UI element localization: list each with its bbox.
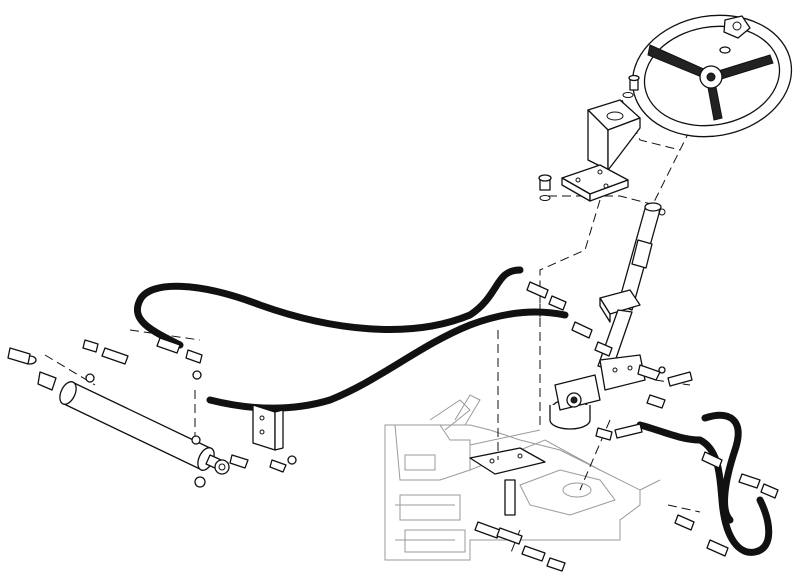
frame-outline [384, 394, 661, 561]
bracket-icon [538, 74, 641, 202]
hose-right-upper [701, 411, 742, 524]
cylinder-bracket [229, 404, 297, 473]
valve-icon [549, 354, 666, 430]
hose-long-lower [206, 308, 569, 412]
hose-long-upper [134, 266, 524, 349]
column-icon [597, 202, 666, 371]
fitting-icon [82, 281, 779, 572]
steering-wheel-icon [631, 14, 793, 138]
hose-right-loop [636, 421, 773, 556]
cylinder-icon [7, 347, 230, 488]
hydraulic-hoses [134, 266, 773, 556]
